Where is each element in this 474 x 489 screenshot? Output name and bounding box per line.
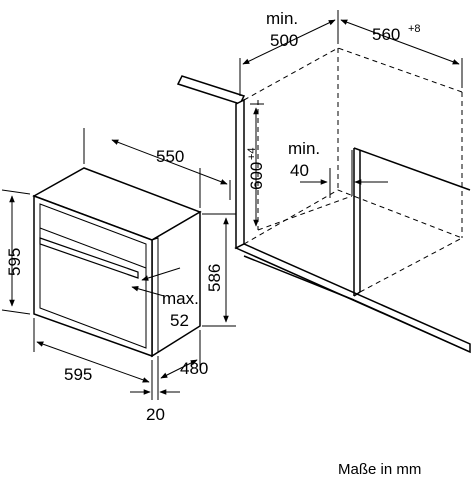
cabinet-niche [176,75,471,354]
min40-dimension [300,150,388,198]
oven-handle [39,237,139,279]
top-dimension-lines [239,10,463,96]
front-thickness-label: 20 [146,405,165,424]
oven-depth-label: 550 [156,147,184,166]
front-width-label: 595 [64,365,92,384]
front-height-label: 595 [5,248,24,276]
cabinet-top-board [176,75,246,105]
handle-max-label: max. [162,289,199,308]
top-width-tolerance: +8 [408,23,421,35]
inner-min-label: min. [288,139,320,158]
oven-depth-dimension [83,128,231,208]
bottom-dimension-lines [33,318,201,400]
oven [32,167,202,358]
top-min-label: min. [266,9,298,28]
body-height-dimension [202,213,236,327]
handle-max-value: 52 [170,311,189,330]
body-height-label: 586 [205,264,224,292]
units-caption: Maße in mm [338,461,421,478]
niche-height-dimension [250,103,264,227]
front-height-dimension [1,189,31,315]
niche-height-base: 600 [247,162,266,190]
handle-max-dimension [131,267,181,297]
cabinet-left-wall [235,98,245,250]
niche-height-label: 600 +4 [246,147,266,190]
inner-min-value: 40 [290,161,309,180]
top-width-base: 560 [372,25,400,44]
niche-height-tolerance: +4 [246,147,258,160]
cabinet-right-wall [353,147,471,191]
body-depth-label: 480 [180,359,208,378]
niche-volume [243,47,463,293]
top-min-value: 500 [270,31,298,50]
